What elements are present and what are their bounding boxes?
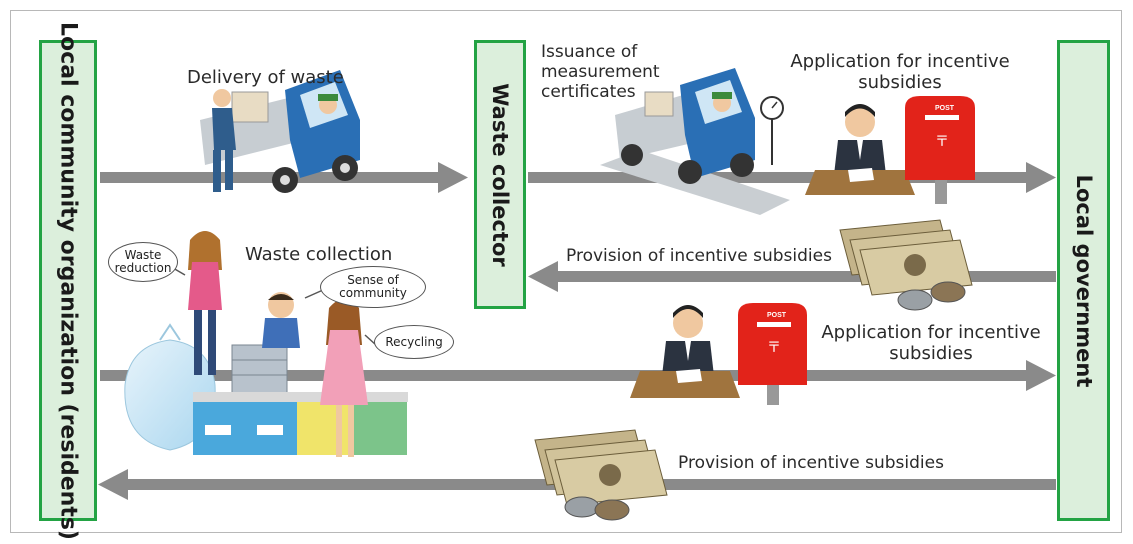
post-text-top: POST: [935, 105, 955, 112]
arrow-application-bottom: [100, 360, 1056, 391]
issuance-label: Issuance of measurement certificates: [541, 42, 660, 102]
postbox-icon-top: POST 〒: [905, 96, 975, 204]
application-label-top-line2: subsidies: [858, 72, 942, 93]
applicant-man-icon-top: [805, 104, 915, 195]
community-organization-label: Local community organization (residents): [55, 21, 81, 540]
application-label-top: Application for incentive subsidies: [778, 51, 1022, 93]
svg-text:〒: 〒: [935, 134, 949, 150]
local-government-label: Local government: [1071, 174, 1096, 387]
issuance-label-line1: Issuance of: [541, 42, 638, 62]
waste-collector-label: Waste collector: [488, 82, 512, 267]
arrow-provision-mid: [528, 261, 1056, 292]
arrow-delivery: [100, 162, 468, 193]
money-icon-mid: [839, 219, 973, 311]
worker-icon: [212, 89, 236, 192]
sense-of-community-bubble: Sense of community: [320, 266, 426, 308]
sense-of-community-bubble-line2: community: [339, 286, 407, 300]
money-icon-bottom: [534, 429, 668, 521]
arrow-application-top: [528, 162, 1056, 193]
application-label-bottom-line1: Application for incentive: [821, 322, 1041, 343]
provision-label-bottom: Provision of incentive subsidies: [678, 453, 944, 473]
provision-label-mid: Provision of incentive subsidies: [566, 246, 832, 266]
sense-of-community-bubble-line1: Sense of: [347, 273, 399, 287]
recycling-bubble-text: Recycling: [385, 334, 443, 349]
application-label-bottom-line2: subsidies: [889, 343, 973, 364]
applicant-man-icon-bottom: [630, 305, 740, 398]
issuance-label-line2: measurement: [541, 62, 660, 82]
waste-reduction-bubble: Waste reduction: [108, 242, 178, 282]
waste-reduction-bubble-line1: Waste: [124, 248, 162, 262]
issuance-label-line3: certificates: [541, 82, 636, 102]
collector-truck-icon: [600, 68, 790, 215]
waste-collection-label: Waste collection: [245, 244, 393, 265]
postbox-icon-bottom: POST 〒: [738, 303, 807, 405]
waste-collection-scene-icon: [124, 231, 408, 457]
waste-reduction-bubble-line2: reduction: [114, 261, 172, 275]
waste-collector-box: Waste collector: [474, 40, 526, 309]
delivery-label: Delivery of waste: [187, 67, 344, 88]
application-label-bottom: Application for incentive subsidies: [816, 322, 1046, 364]
local-government-box: Local government: [1057, 40, 1110, 521]
application-label-top-line1: Application for incentive: [790, 51, 1010, 72]
recycling-bubble: Recycling: [374, 325, 454, 359]
post-text-bottom: POST: [767, 312, 787, 319]
community-organization-box: Local community organization (residents): [39, 22, 97, 539]
svg-text:〒: 〒: [767, 340, 781, 356]
diagram-frame: [10, 10, 1122, 533]
